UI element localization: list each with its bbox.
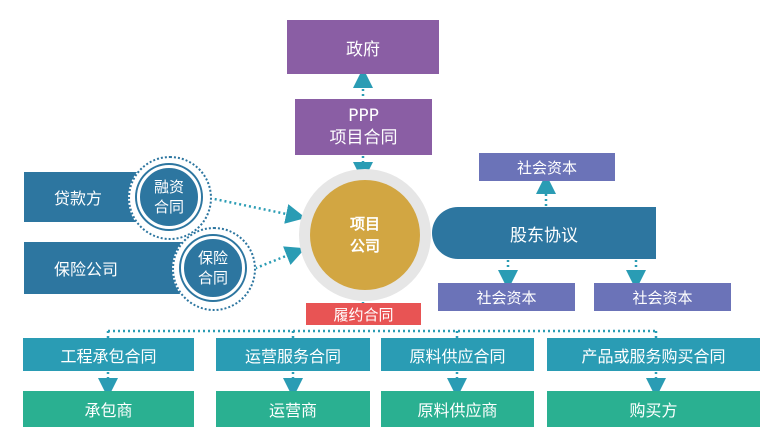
party-box-operator: 运营商 [216,391,370,427]
social-capital-top-box: 社会资本 [479,153,615,181]
social-capital-right-label: 社会资本 [632,288,693,307]
contract-label-supply: 原料供应合同 [409,346,506,366]
contract-box-operation: 运营服务合同 [216,338,370,371]
government-box: 政府 [287,20,439,74]
project-company-line1: 项目 [349,215,380,233]
contract-box-engineering: 工程承包合同 [23,338,194,371]
government-label: 政府 [346,39,380,60]
contract-box-supply: 原料供应合同 [381,338,534,371]
loan-contract-line2: 合同 [153,198,184,216]
party-box-contractor: 承包商 [23,391,194,427]
shareholder-agreement-box: 股东协议 [432,207,656,259]
party-label-contractor: 承包商 [84,401,133,420]
social-capital-right-box: 社会资本 [594,283,731,311]
insurance-contract-line2: 合同 [197,269,228,287]
insurance-contract-node: 保险 合同 [181,236,245,300]
project-company-line2: 公司 [349,237,380,255]
social-capital-left-label: 社会资本 [476,288,537,307]
shareholder-agreement-label: 股东协议 [510,225,578,246]
social-capital-top-label: 社会资本 [516,158,577,177]
loan-contract-node: 融资 合同 [137,165,201,229]
contract-label-engineering: 工程承包合同 [60,346,157,366]
party-box-purchaser: 购买方 [547,391,760,427]
project-company-node: 项目 公司 [310,180,420,290]
ppp-contract-label: 项目合同 [329,128,398,148]
ppp-contract-box: PPP 项目合同 [295,99,432,155]
contract-label-purchase: 产品或服务购买合同 [581,346,726,366]
link-loan-company [199,194,306,224]
insurance-party-label: 保险公司 [54,260,119,279]
ppp-label: PPP [348,106,379,126]
social-capital-left-box: 社会资本 [438,283,575,311]
party-box-supplier: 原料供应商 [381,391,534,427]
loan-party-label: 贷款方 [54,189,103,208]
contract-box-purchase: 产品或服务购买合同 [547,338,760,371]
party-label-operator: 运营商 [268,401,317,420]
party-label-purchaser: 购买方 [629,401,678,420]
party-label-supplier: 原料供应商 [417,401,498,420]
contract-label-operation: 运营服务合同 [244,346,341,366]
insurance-contract-line1: 保险 [197,249,228,267]
performance-contracts-box: 履约合同 [306,303,421,325]
loan-contract-line1: 融资 [153,178,184,196]
performance-contracts-label: 履约合同 [333,305,394,324]
